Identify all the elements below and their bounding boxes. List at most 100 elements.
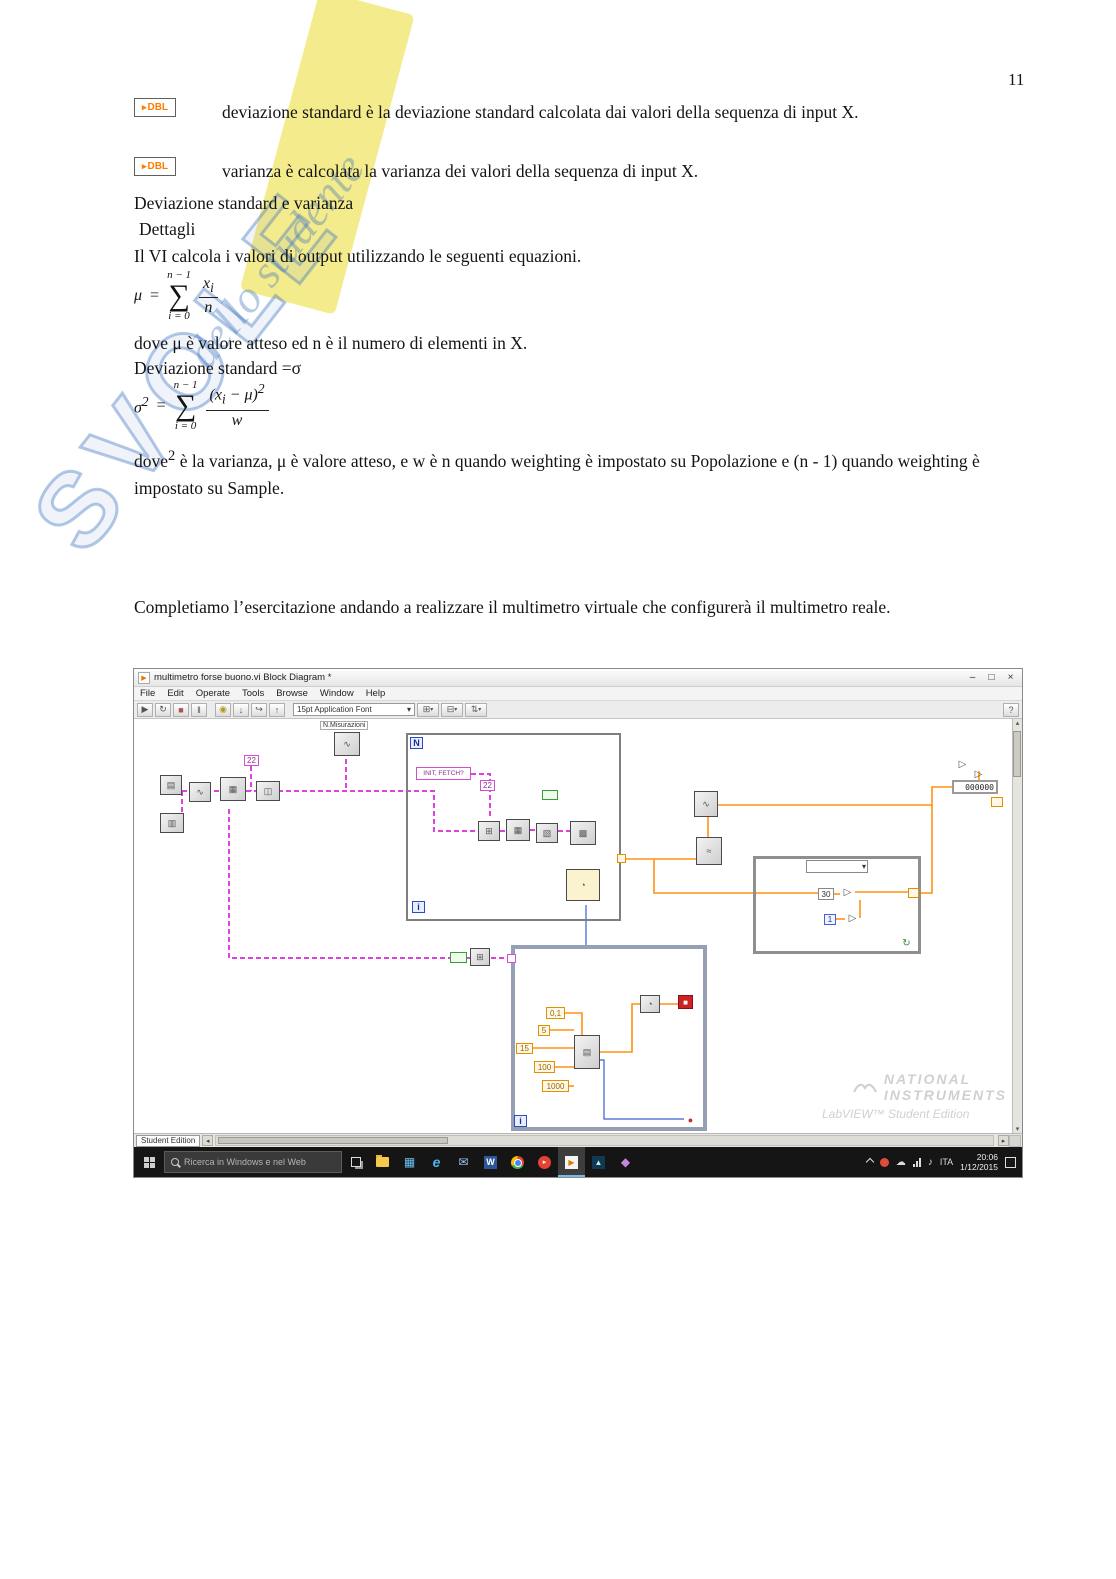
multimetro-subvi-node[interactable]: ◔ (566, 869, 600, 901)
node-label-misurazioni[interactable]: N.Misurazioni (320, 721, 369, 730)
media-player-button[interactable]: ▸ (531, 1147, 558, 1177)
menu-window[interactable]: Window (319, 688, 354, 699)
run-continuous-button[interactable]: ↻ (155, 702, 171, 717)
visa-read-node[interactable]: ▦ (506, 819, 530, 841)
comparison-node[interactable]: ▷ (843, 887, 852, 898)
minimize-button[interactable]: – (969, 672, 976, 683)
antivirus-icon[interactable] (879, 1157, 889, 1167)
multiply-node[interactable]: ▷ (958, 759, 967, 770)
instrument-node[interactable]: ◫ (256, 781, 280, 801)
error-cluster-node[interactable]: ▥ (160, 813, 184, 833)
menu-help[interactable]: Help (365, 688, 386, 699)
dmm-read-node[interactable]: ∿ (694, 791, 718, 817)
ring-control[interactable]: ▾ (806, 860, 868, 873)
for-loop-tunnel[interactable] (617, 854, 626, 863)
context-help-button[interactable]: ? (1003, 702, 1019, 717)
photos-button[interactable]: ▲ (585, 1147, 612, 1177)
edge-button[interactable]: e (432, 1154, 441, 1170)
run-button[interactable]: ▶ (137, 702, 153, 717)
close-button[interactable]: × (1007, 672, 1014, 683)
scroll-down-icon[interactable]: ▾ (1015, 1126, 1020, 1133)
menu-edit[interactable]: Edit (167, 688, 184, 699)
while-loop-output-tunnel[interactable] (908, 888, 919, 898)
numeric-constant-100[interactable]: 100 (534, 1061, 555, 1073)
action-center-icon[interactable] (1005, 1156, 1016, 1168)
onedrive-icon[interactable]: ☁ (895, 1156, 906, 1168)
tunnel-orange[interactable] (991, 797, 1003, 807)
scroll-right-button[interactable]: ▸ (998, 1135, 1009, 1146)
while-loop[interactable] (753, 856, 921, 954)
for-loop-count-terminal[interactable]: N (410, 737, 423, 749)
language-indicator[interactable]: ITA (939, 1157, 954, 1167)
abort-button[interactable]: ■ (173, 702, 189, 717)
while-loop-iteration-terminal[interactable]: i (514, 1115, 527, 1127)
scroll-left-button[interactable]: ◂ (202, 1135, 214, 1146)
start-button[interactable] (134, 1147, 164, 1177)
loop-condition-terminal[interactable]: ↻ (902, 938, 911, 949)
volume-icon[interactable]: ♪ (927, 1156, 933, 1168)
menu-file[interactable]: File (140, 688, 156, 699)
student-edition-tab[interactable]: Student Edition (136, 1134, 201, 1147)
title-bar[interactable]: ▶ multimetro forse buono.vi Block Diagra… (134, 669, 1022, 687)
hidden-icons-chevron[interactable] (865, 1157, 875, 1167)
array-node[interactable]: ⊞ (470, 948, 490, 966)
visa-write-node[interactable]: ⊞ (478, 821, 500, 841)
chrome-button[interactable] (504, 1147, 531, 1177)
store-button[interactable]: ▦ (403, 1155, 416, 1169)
task-view-button[interactable] (342, 1147, 369, 1177)
array-constant[interactable] (450, 952, 467, 963)
loop-stop-condition[interactable]: ● (687, 1114, 694, 1125)
file-explorer-button[interactable] (369, 1147, 396, 1177)
word-button[interactable]: W (477, 1147, 504, 1177)
loop-input-tunnel[interactable] (507, 954, 516, 963)
numeric-constant-5[interactable]: 5 (538, 1025, 550, 1036)
block-diagram-canvas[interactable]: NATIONAL INSTRUMENTS LabVIEW™ Student Ed… (134, 719, 1022, 1133)
timing-while-loop[interactable] (511, 945, 707, 1131)
taskbar-search[interactable]: Ricerca in Windows e nel Web (164, 1151, 342, 1173)
visa-open-node[interactable]: ∿ (189, 782, 211, 802)
for-loop[interactable] (406, 733, 621, 921)
parse-node[interactable]: ▧ (536, 823, 558, 843)
numeric-constant-15[interactable]: 15 (516, 1043, 533, 1054)
paint-button[interactable]: ◆ (620, 1155, 631, 1169)
select-node[interactable]: ▷ (848, 913, 857, 924)
config-node[interactable]: ▦ (220, 777, 246, 801)
taskbar-clock[interactable]: 20:06 1/12/2015 (960, 1152, 998, 1172)
step-into-button[interactable]: ↓ (233, 702, 249, 717)
labview-taskbar-button[interactable]: ▶ (558, 1147, 585, 1177)
numeric-constant-22[interactable]: 22 (244, 755, 259, 766)
scroll-up-icon[interactable]: ▴ (1015, 720, 1020, 727)
numeric-constant-0-1[interactable]: 0,1 (546, 1007, 565, 1019)
add-node[interactable]: ▷ (974, 769, 983, 780)
horizontal-scrollbar[interactable] (215, 1135, 994, 1146)
numeric-indicator[interactable]: 000000 (952, 780, 998, 794)
menu-tools[interactable]: Tools (242, 688, 265, 699)
network-icon[interactable] (912, 1157, 921, 1167)
build-array-node[interactable]: ▤ (574, 1035, 600, 1069)
stop-function-node[interactable]: ■ (678, 995, 693, 1009)
numeric-constant-22b[interactable]: 22 (480, 780, 495, 791)
wait-timer-node[interactable]: ◔ (640, 995, 660, 1013)
mail-button[interactable]: ✉ (458, 1155, 469, 1169)
numeric-constant-1000[interactable]: 1000 (542, 1080, 569, 1092)
step-over-button[interactable]: ↪ (251, 702, 267, 717)
for-loop-iteration-terminal[interactable]: i (412, 901, 425, 913)
reorder-button[interactable]: ⇅▾ (465, 702, 487, 717)
step-out-button[interactable]: ↑ (269, 702, 285, 717)
numeric-constant-30[interactable]: 30 (818, 888, 834, 900)
font-selector[interactable]: 15pt Application Font ▾ (293, 703, 415, 716)
enum-constant[interactable] (542, 790, 558, 800)
menu-browse[interactable]: Browse (276, 688, 308, 699)
maximize-button[interactable]: □ (988, 672, 995, 683)
distribute-objects-button[interactable]: ⊟▾ (441, 702, 463, 717)
vertical-scrollbar-thumb[interactable] (1013, 731, 1021, 777)
scan-value-node[interactable]: ▩ (570, 821, 596, 845)
horizontal-scrollbar-thumb[interactable] (218, 1137, 449, 1144)
numeric-constant-1[interactable]: 1 (824, 914, 836, 925)
align-objects-button[interactable]: ⊞▾ (417, 702, 439, 717)
highlight-execution-button[interactable]: ◉ (215, 702, 231, 717)
vertical-scrollbar[interactable]: ▴ ▾ (1012, 719, 1022, 1133)
string-constant-init-fetch[interactable]: INIT, FETCH? (416, 767, 471, 780)
daq-node[interactable]: ▤ (160, 775, 182, 795)
misurazione-node[interactable]: ∿ (334, 732, 360, 756)
